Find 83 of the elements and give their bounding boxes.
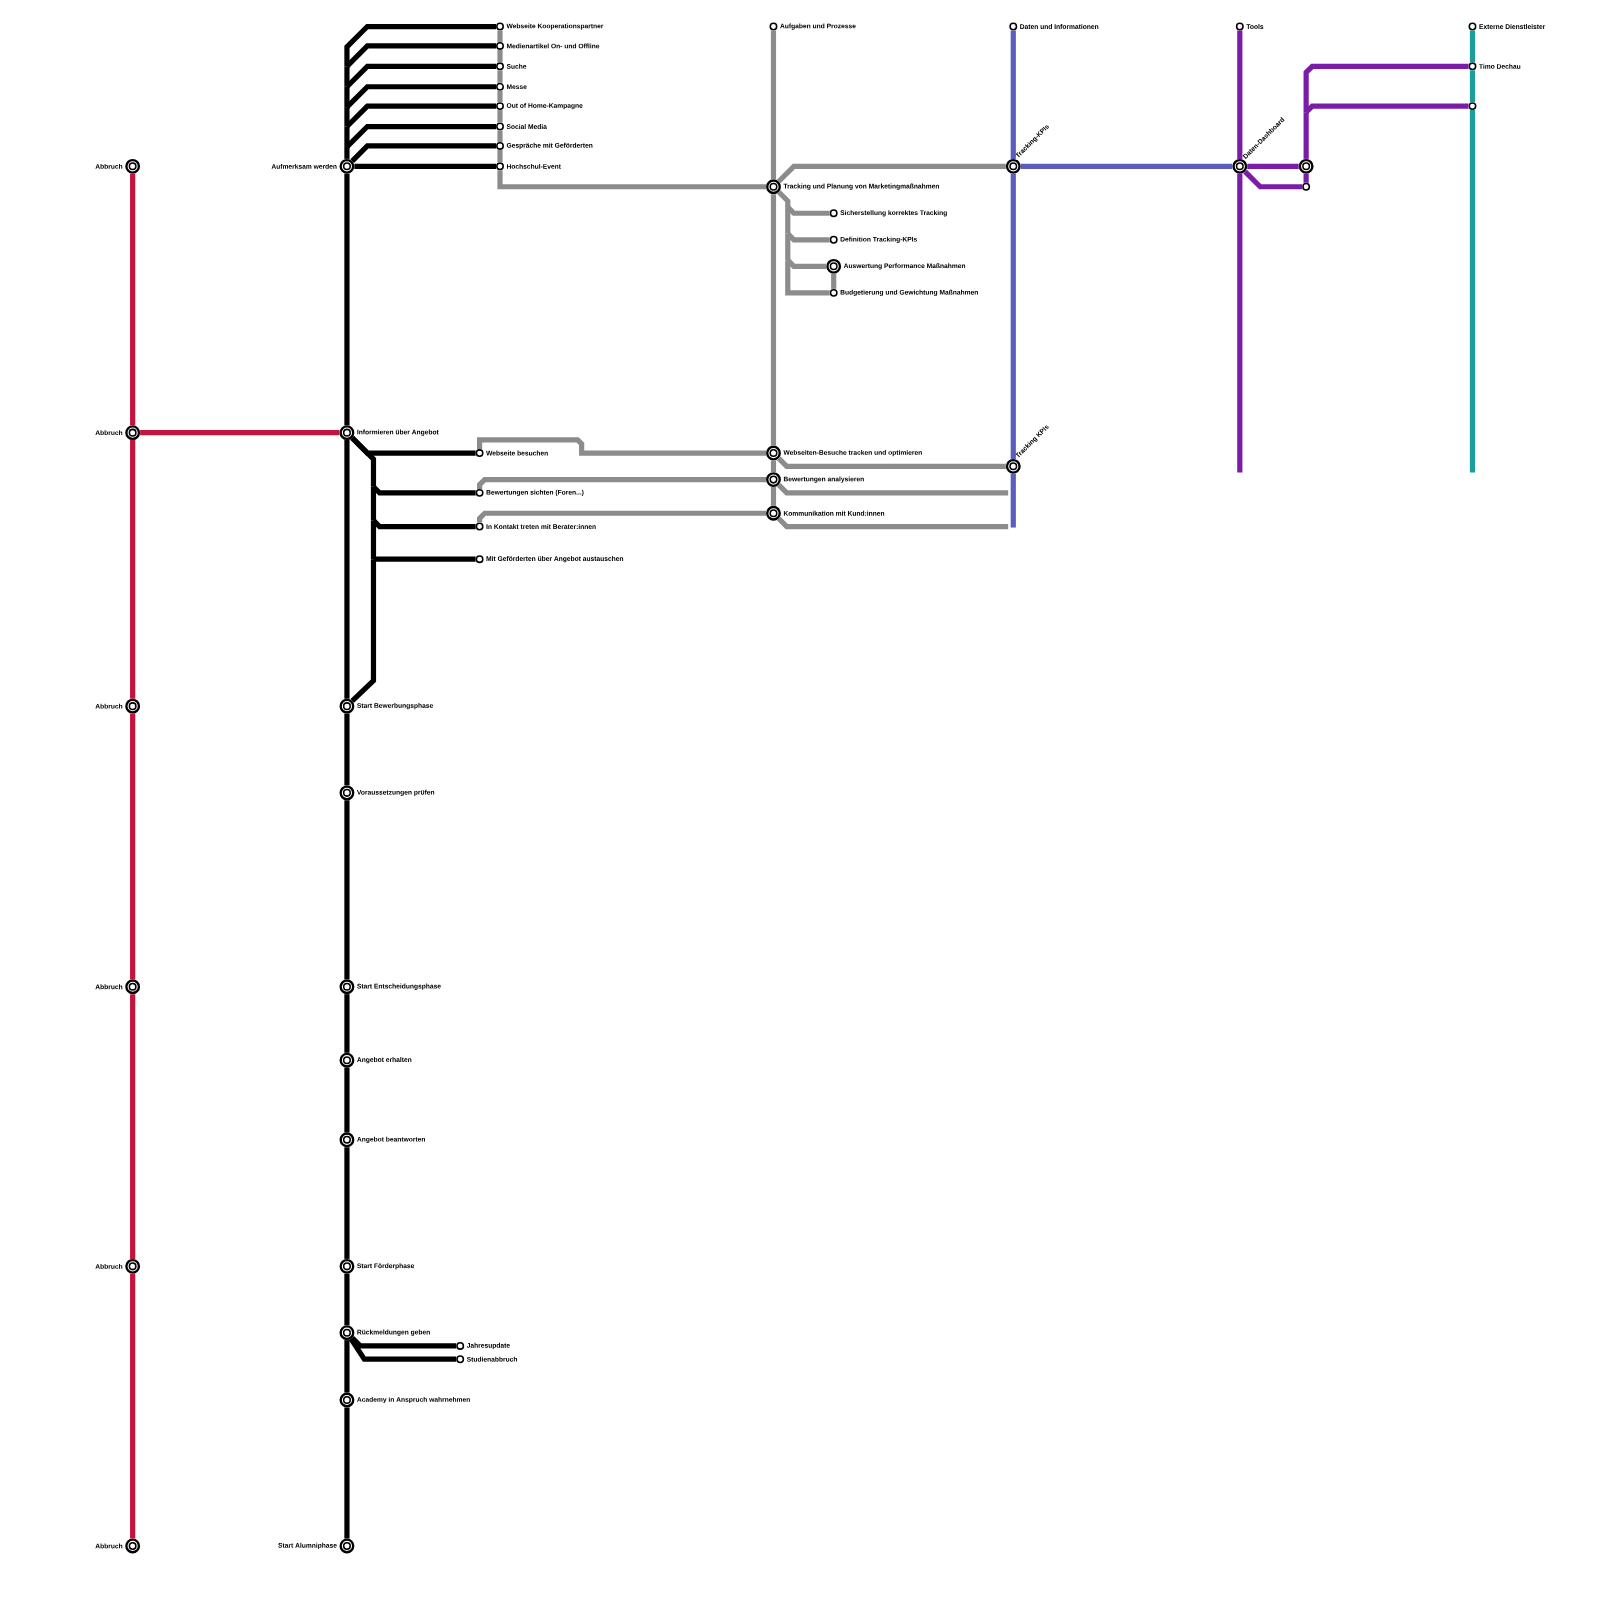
route-line bbox=[373, 556, 476, 562]
route-line bbox=[344, 23, 497, 67]
route-line bbox=[497, 49, 503, 63]
route-line bbox=[477, 510, 767, 523]
route-line bbox=[1303, 173, 1309, 183]
route-line bbox=[371, 518, 476, 530]
route-line bbox=[776, 516, 1009, 530]
route-line bbox=[1469, 110, 1476, 473]
route-line bbox=[140, 430, 340, 436]
route-line bbox=[370, 520, 377, 560]
route-line bbox=[350, 559, 377, 703]
route-line bbox=[354, 163, 497, 169]
route-line bbox=[1010, 473, 1016, 528]
route-line bbox=[130, 994, 136, 1259]
route-line bbox=[344, 1147, 350, 1259]
route-line bbox=[345, 84, 497, 109]
route-line bbox=[785, 231, 830, 243]
route-line bbox=[770, 460, 777, 473]
route-line bbox=[350, 436, 476, 456]
route-line bbox=[1010, 30, 1016, 159]
route-line bbox=[345, 43, 497, 69]
route-line bbox=[497, 70, 503, 83]
route-line bbox=[344, 86, 350, 108]
route-line bbox=[785, 207, 791, 234]
route-line bbox=[1303, 112, 1309, 159]
route-line bbox=[1469, 30, 1476, 63]
route-line bbox=[344, 994, 350, 1053]
route-line bbox=[130, 1273, 136, 1539]
route-line bbox=[344, 713, 350, 786]
route-line bbox=[785, 258, 827, 269]
route-line bbox=[344, 1340, 350, 1393]
route-line bbox=[344, 440, 350, 699]
route-line bbox=[344, 1407, 350, 1539]
route-line bbox=[1010, 173, 1016, 459]
route-line bbox=[371, 484, 476, 496]
route-line bbox=[1243, 169, 1303, 190]
route-line bbox=[344, 66, 350, 87]
route-line bbox=[497, 30, 503, 42]
route-line bbox=[785, 205, 830, 216]
route-line bbox=[1469, 70, 1476, 103]
interchange-marker bbox=[1298, 158, 1314, 174]
route-line bbox=[344, 173, 350, 426]
route-line bbox=[1237, 30, 1243, 159]
route-line bbox=[350, 143, 497, 163]
route-line bbox=[477, 437, 767, 456]
route-line bbox=[497, 110, 503, 123]
route-line bbox=[497, 170, 767, 190]
route-line bbox=[344, 107, 350, 127]
route-line bbox=[776, 483, 1009, 496]
route-line bbox=[345, 63, 497, 89]
route-line bbox=[130, 173, 136, 426]
route-line bbox=[785, 233, 791, 261]
route-line bbox=[344, 1273, 350, 1326]
route-line bbox=[770, 30, 777, 180]
route-line bbox=[344, 146, 350, 159]
route-line bbox=[497, 130, 503, 142]
route-line bbox=[130, 713, 136, 980]
route-line bbox=[497, 149, 503, 163]
route-line bbox=[785, 260, 830, 296]
route-line bbox=[345, 103, 497, 129]
route-line bbox=[130, 440, 136, 699]
route-line bbox=[776, 163, 1006, 184]
route-line bbox=[344, 1067, 350, 1133]
station-marker bbox=[1302, 182, 1311, 191]
route-line bbox=[477, 477, 767, 489]
route-line bbox=[1247, 163, 1299, 169]
route-line bbox=[1303, 63, 1469, 113]
route-line bbox=[776, 456, 1006, 469]
route-line bbox=[497, 90, 503, 103]
route-line bbox=[350, 1336, 457, 1349]
route-line bbox=[1304, 103, 1469, 115]
route-line bbox=[345, 123, 497, 149]
route-line bbox=[770, 194, 777, 446]
route-line bbox=[831, 273, 837, 289]
route-line bbox=[770, 487, 777, 506]
route-line bbox=[1020, 163, 1233, 169]
route-line bbox=[348, 1337, 457, 1362]
route-line bbox=[370, 486, 377, 521]
station-marker bbox=[1468, 102, 1477, 111]
route-line bbox=[776, 190, 791, 208]
route-line bbox=[344, 800, 350, 980]
route-line bbox=[1237, 173, 1243, 473]
route-line bbox=[344, 126, 350, 147]
